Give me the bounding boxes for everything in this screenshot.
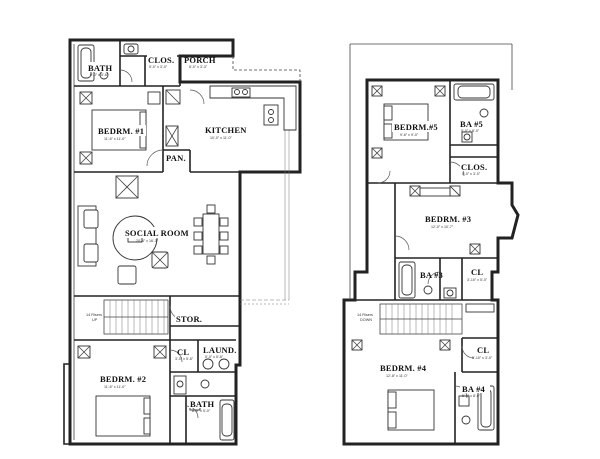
room-dims-bath-1: 9'-0" x 5'-6"	[90, 73, 109, 77]
room-dims-closet-5: 5'-0" x 3'-0"	[462, 172, 481, 176]
ba-5-fixtures	[453, 83, 495, 143]
room-label-social-room: SOCIAL ROOM	[125, 228, 189, 238]
first-floor-stairs	[103, 299, 169, 335]
room-dims-bedroom-4: 12'-8" x 11'-0"	[386, 374, 409, 378]
bedroom-4-furniture	[351, 303, 495, 431]
first-floor-plan: BATH 9'-0" x 5'-6" CLOS. 5'-0" x 3'-0" P…	[63, 38, 302, 446]
bedroom-2-furniture	[77, 345, 167, 437]
room-label-closet-3: CL	[471, 267, 483, 277]
room-label-bath-1: BATH	[88, 63, 112, 73]
bedroom-3-furniture	[409, 185, 481, 255]
room-label-storage: STOR.	[176, 314, 202, 324]
room-label-ba-4: BA #4	[462, 384, 486, 394]
room-dims-porch: 6'-0" x 3'-3"	[189, 65, 208, 69]
room-dims-bedroom-1: 11'-6" x 11'-0"	[104, 137, 126, 141]
room-dims-laundry: 5'-0" x 5'-6"	[205, 355, 224, 359]
room-label-bath-2: BATH	[190, 399, 214, 409]
room-dims-ba-4: 5'-0" x 8'-0"	[462, 394, 481, 398]
room-label-porch: PORCH	[184, 55, 216, 65]
room-label-closet-5: CLOS.	[461, 162, 487, 172]
stair-note-first-direction: UP	[92, 318, 98, 322]
room-label-laundry: LAUND.	[203, 345, 237, 355]
room-dims-bedroom-5: 9'-6" x 9'-0"	[400, 133, 419, 137]
room-label-pantry: PAN.	[166, 153, 186, 163]
room-dims-social-room: 20'-4" x 16'-3"	[136, 239, 159, 243]
second-floor-interior-walls	[355, 80, 498, 444]
room-dims-closet-1: 5'-0" x 3'-0"	[149, 65, 168, 69]
room-label-bedroom-2: BEDRM. #2	[100, 374, 146, 384]
room-dims-kitchen: 10'-0" x 11'-0"	[210, 136, 233, 140]
kitchen-fixtures	[165, 85, 297, 147]
room-dims-bath-2: 8'-0" x 5'-0"	[192, 409, 211, 413]
room-dims-bedroom-2: 11'-6" x 11'-0"	[104, 385, 126, 389]
room-dims-bedroom-3: 12'-0" x 10'-7"	[431, 225, 454, 229]
room-label-kitchen: KITCHEN	[205, 125, 247, 135]
room-dims-closet-2: 3'-0" x 5'-6"	[175, 357, 194, 361]
room-dims-ba-5: 5'-0" x 8'-0"	[461, 129, 480, 133]
ba-3-fixtures	[398, 261, 457, 299]
room-label-ba-3: BA #3	[420, 270, 443, 280]
west-bump	[63, 363, 70, 445]
room-label-closet-1: CLOS.	[148, 55, 174, 65]
room-label-closet-4: CL	[477, 345, 489, 355]
room-label-closet-2: CL	[177, 347, 189, 357]
stair-note-second-risers: 14 Risers	[357, 313, 373, 317]
room-label-bedroom-5: BEDRM.#5	[394, 122, 438, 132]
room-label-ba-5: BA #5	[460, 119, 483, 129]
laundry-and-bath-2-fixtures	[173, 358, 235, 441]
stair-note-first-risers: 14 Risers	[86, 313, 102, 317]
second-floor-plan: BEDRM.#5 9'-6" x 9'-0" BA #5 5'-0" x 8'-…	[342, 43, 520, 446]
first-floor-labels: BATH 9'-0" x 5'-6" CLOS. 5'-0" x 3'-0" P…	[86, 55, 247, 413]
porch-roof-line	[232, 56, 301, 82]
second-floor-labels: BEDRM.#5 9'-6" x 9'-0" BA #5 5'-0" x 8'-…	[357, 118, 493, 398]
room-label-bedroom-1: BEDRM. #1	[98, 126, 144, 136]
room-dims-closet-3: 3'-10" x 5'-0"	[467, 278, 488, 282]
second-floor-stairs	[379, 303, 463, 335]
room-label-bedroom-3: BEDRM. #3	[425, 214, 471, 224]
stair-note-second-direction: DOWN	[360, 318, 372, 322]
room-dims-closet-4: 5'-10" x 3'-0"	[472, 356, 493, 360]
room-label-bedroom-4: BEDRM. #4	[380, 363, 427, 373]
